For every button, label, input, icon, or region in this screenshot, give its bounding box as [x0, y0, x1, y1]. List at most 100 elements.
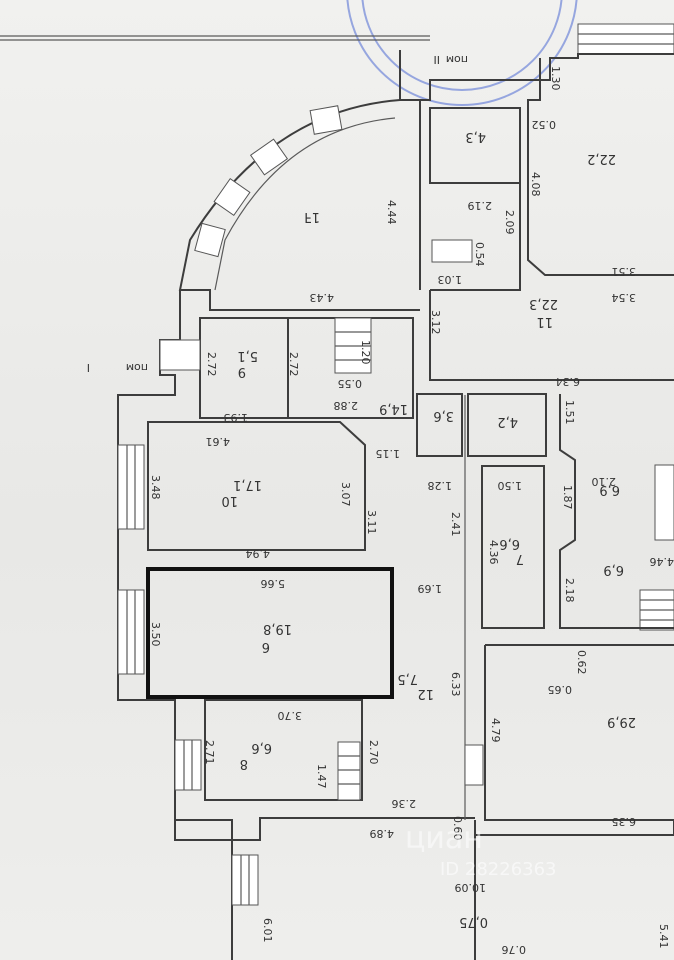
area-room-6: 6,6 [251, 740, 272, 755]
room-number: 11 [536, 314, 553, 329]
dim: 1.69 [418, 582, 443, 595]
dim: 2.18 [563, 578, 576, 603]
room-tiny-2 [467, 393, 547, 457]
area-bottom: 0,75 [459, 914, 488, 929]
area-room-8: 6,6 [499, 536, 520, 551]
pom-left-number: I [87, 361, 90, 374]
dim: 3.12 [429, 310, 442, 335]
dim: 0.62 [575, 650, 588, 675]
area-tiny-2: 4,2 [497, 414, 518, 429]
room-number: 8 [240, 756, 248, 771]
dim: 6.34 [556, 375, 581, 388]
area-corridor-1: 14,9 [379, 401, 408, 416]
dim: 6.33 [449, 672, 462, 697]
dim: 3.51 [612, 265, 637, 278]
window-top-right [577, 23, 674, 55]
arc-wall [178, 99, 420, 311]
watermark-brand: циан [405, 821, 483, 856]
area-room-7: 6,9 [603, 562, 624, 577]
pom-left-label: пом [126, 361, 148, 374]
dimension-labels: 1.30 0.52 4.08 2.09 0.54 1.03 2.19 3.51 … [149, 66, 674, 956]
dim: 5.66 [261, 577, 286, 590]
dim: 2.36 [392, 797, 417, 810]
dim: 3.48 [149, 475, 162, 500]
left-windows [117, 339, 259, 906]
stamp [346, 0, 578, 106]
pom-labels: пом II пом I [87, 53, 468, 374]
room-number: 10 [221, 493, 238, 508]
area-wc-1: 5,1 [237, 348, 258, 363]
room-tiny-1 [416, 393, 463, 457]
dim: 4.94 [246, 547, 271, 560]
dim: 2.10 [592, 475, 617, 488]
stairs [334, 239, 674, 801]
room-8 [204, 699, 363, 801]
room-10 [147, 421, 366, 551]
dim: 2.88 [334, 399, 359, 412]
dim: 1.15 [376, 447, 401, 460]
area-room-big-right: 29,9 [607, 714, 636, 729]
dim: 1.03 [438, 273, 463, 286]
dim: 1.20 [359, 340, 372, 365]
area-room-12: 7,5 [397, 671, 418, 686]
dim: 3.07 [339, 482, 352, 507]
dim: 3.11 [365, 510, 378, 535]
dim: 1.47 [315, 764, 328, 789]
dim: 6.35 [612, 815, 637, 828]
room-number: 6 [262, 639, 270, 654]
dim: 2.19 [468, 199, 493, 212]
area-mid-right: 22,3 [529, 296, 558, 311]
room-number: 7 [516, 551, 524, 566]
dim: 10.09 [455, 881, 487, 894]
area-labels: 1ꟻ 4,3 22,2 22,3 5,1 14,9 3,6 4,2 17,1 6… [233, 129, 636, 929]
dim: 0.52 [532, 118, 557, 131]
dim: 2.72 [205, 352, 218, 377]
watermark-id: ID 28226363 [440, 859, 557, 880]
area-highlight: 19,8 [263, 621, 292, 636]
area-top-right: 22,2 [587, 151, 616, 166]
dim: 2.09 [503, 210, 516, 235]
watermark: циан ID 28226363 [405, 821, 557, 880]
dim: 4.36 [487, 540, 500, 565]
area-room-10: 17,1 [233, 477, 262, 492]
dim: 2.72 [287, 352, 300, 377]
dim: 1.87 [561, 485, 574, 510]
dim: 2.41 [449, 512, 462, 537]
dim: 3.70 [278, 709, 303, 722]
dim: 0.55 [338, 377, 363, 390]
dim: 4.44 [385, 200, 398, 225]
dim: 1.30 [549, 66, 562, 91]
dim: 4.79 [489, 718, 502, 743]
dim: 5.41 [657, 924, 670, 949]
dim: 3.54 [612, 291, 637, 304]
dim: 4.61 [206, 435, 231, 448]
dim: 1.28 [428, 479, 453, 492]
room-numbers: 10 11 12 7 6 8 9 [221, 314, 553, 771]
room-number: 9 [238, 364, 246, 379]
area-top-small: 4,3 [465, 129, 486, 144]
dim: 3.50 [149, 622, 162, 647]
dim: 0.65 [548, 683, 573, 696]
room-7 [481, 465, 545, 629]
dim: 4.43 [310, 291, 335, 304]
area-room-9: 6,9 [599, 482, 620, 497]
dim: 1.51 [563, 400, 576, 425]
room-highlight [146, 567, 394, 699]
dim: 2.70 [367, 740, 380, 765]
pom-top-label: пом [446, 53, 468, 66]
pom-top-number: II [434, 53, 441, 66]
dim: 0.54 [473, 242, 486, 267]
area-big-arc: 1ꟻ [304, 209, 320, 224]
dim: 1.50 [498, 479, 523, 492]
room-top-small [429, 107, 521, 184]
dim: 2.71 [203, 740, 216, 765]
dim: 6.01 [261, 918, 274, 943]
dim: 4.08 [529, 172, 542, 197]
area-tiny-1: 3,6 [433, 408, 454, 423]
room-number: 12 [417, 686, 434, 701]
dim: 0.60 [451, 816, 464, 841]
dim: 0.76 [502, 943, 527, 956]
dim: 4.46 [650, 555, 674, 568]
